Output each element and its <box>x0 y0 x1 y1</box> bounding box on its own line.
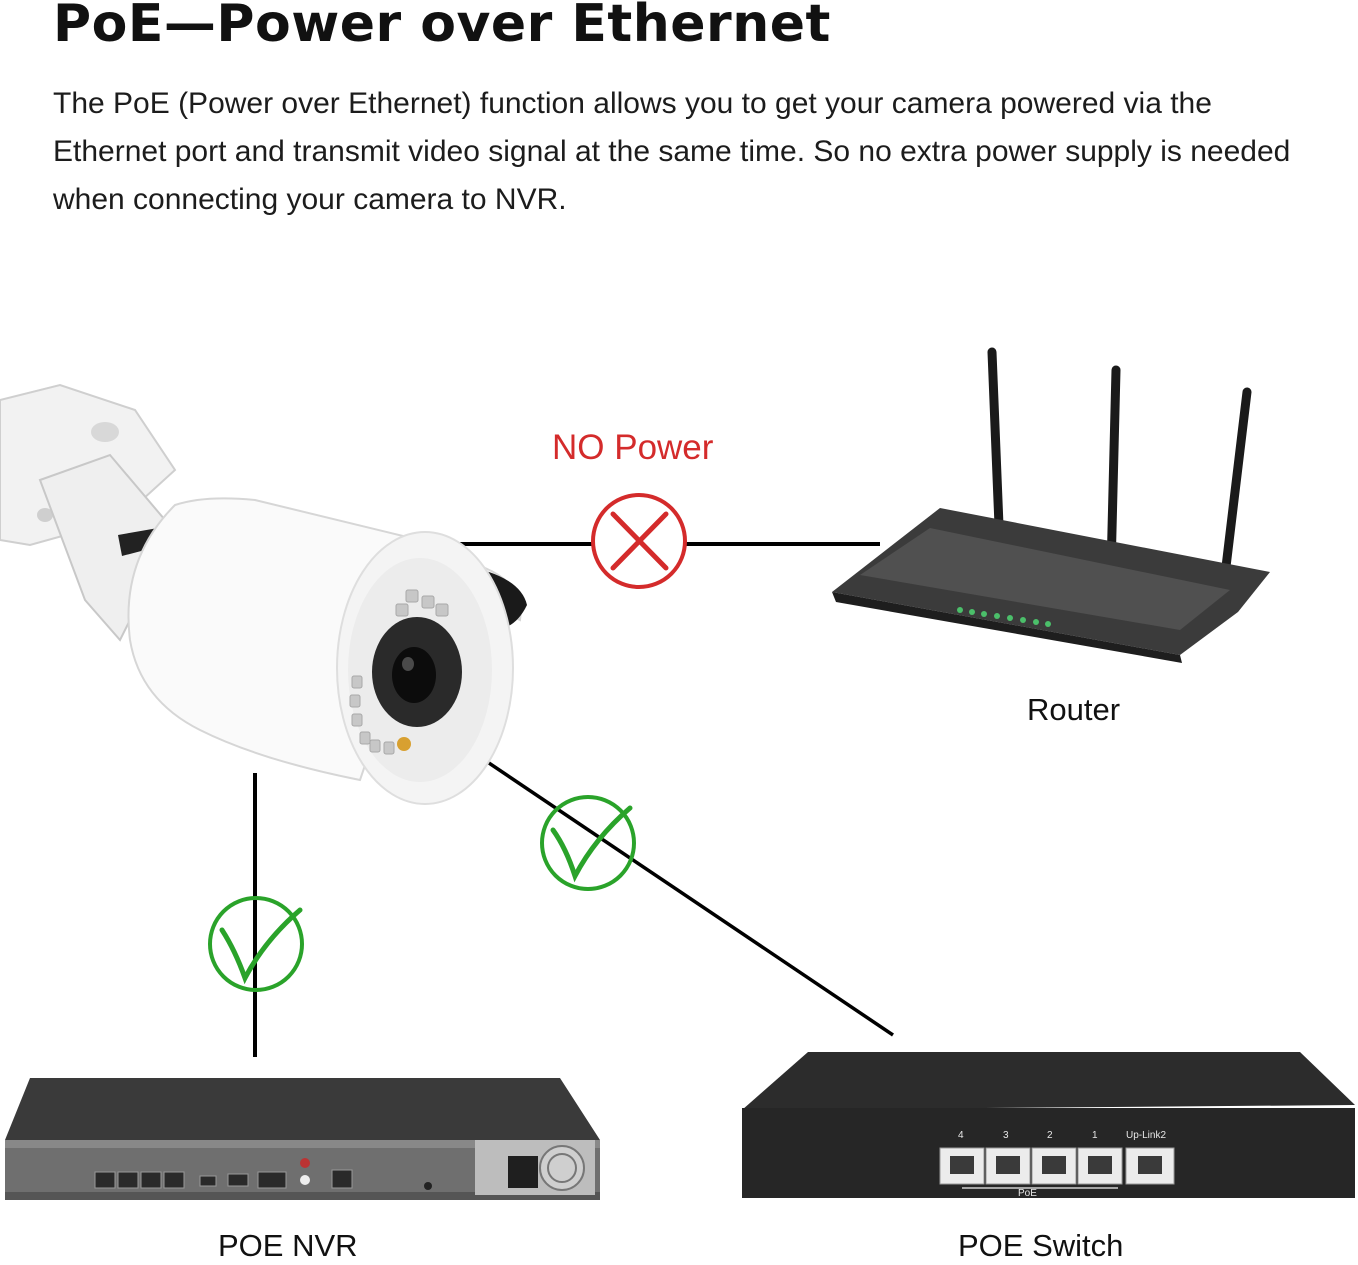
cross-circle-icon <box>591 493 687 589</box>
check-circle-icon <box>540 795 636 891</box>
switch-port-3-label: 3 <box>1003 1130 1009 1141</box>
bullet-camera-icon <box>0 383 527 805</box>
switch-uplink-label: Up-Link2 <box>1126 1130 1166 1141</box>
poe-switch-label: POE Switch <box>958 1228 1124 1263</box>
description-text: The PoE (Power over Ethernet) function a… <box>53 87 1291 216</box>
camera-switch-line <box>479 755 894 1037</box>
switch-icon: 4 3 2 1 Up-Link2 PoE <box>742 1052 1355 1199</box>
switch-port-2-label: 2 <box>1047 1130 1053 1141</box>
no-power-label: NO Power <box>552 428 714 467</box>
router-label: Router <box>1027 692 1121 727</box>
switch-port-4-label: 4 <box>958 1130 964 1141</box>
switch-poe-label: PoE <box>1018 1188 1037 1199</box>
switch-port-1-label: 1 <box>1092 1130 1098 1141</box>
check-circle-icon <box>208 896 304 992</box>
page-title: PoE—Power over Ethernet <box>53 0 831 54</box>
nvr-icon <box>5 1078 600 1200</box>
poe-nvr-label: POE NVR <box>218 1228 358 1263</box>
router-icon <box>832 347 1270 663</box>
